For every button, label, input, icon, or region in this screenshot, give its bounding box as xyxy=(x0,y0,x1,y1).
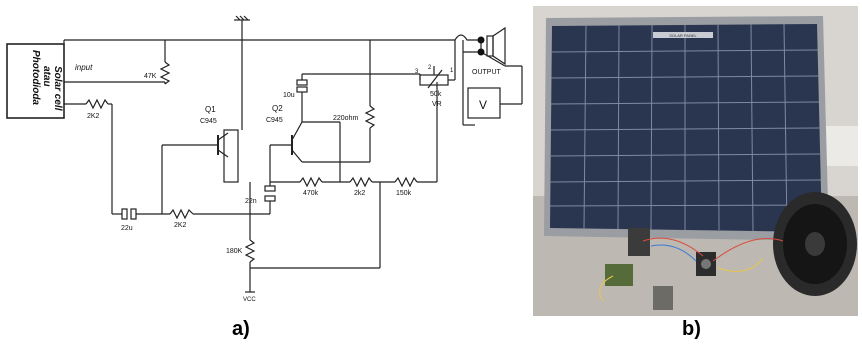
transistor-q1-body xyxy=(223,129,239,183)
input-label: input xyxy=(75,63,93,72)
label-220ohm: 220ohm xyxy=(333,115,358,122)
voltmeter-box xyxy=(467,87,501,119)
label-output: OUTPUT xyxy=(472,69,502,76)
resistor-470k xyxy=(299,176,323,188)
resistor-2k2-input xyxy=(85,98,109,110)
label-2k2-base: 2K2 xyxy=(174,222,187,229)
label-150k: 150k xyxy=(396,190,412,197)
speaker-body xyxy=(486,35,494,57)
label-q2-type: C945 xyxy=(266,117,283,124)
circuit-schematic: Solar cell atau Photodioda input 47K 2K2… xyxy=(6,15,523,303)
label-vr-pin2: 2 xyxy=(428,65,432,71)
caption-a: a) xyxy=(232,318,250,340)
solar-panel-label: SOLAR PANEL xyxy=(669,33,697,38)
source-line-1: Solar cell xyxy=(52,66,63,111)
resistor-2k2-base xyxy=(169,208,194,220)
label-meter: V xyxy=(479,98,487,112)
speaker-cone xyxy=(492,26,506,66)
label-q1-type: C945 xyxy=(200,118,217,125)
label-q2: Q2 xyxy=(272,104,283,113)
prototype-photo: SOLAR PANEL xyxy=(533,6,858,316)
module-2 xyxy=(653,286,673,310)
label-vr-name: VR xyxy=(432,101,442,108)
module-1 xyxy=(628,228,650,256)
capacitor-10u xyxy=(296,86,308,93)
label-470k: 470k xyxy=(303,190,319,197)
label-22u: 22u xyxy=(121,225,133,232)
resistor-180k xyxy=(244,239,256,263)
speaker-photo xyxy=(773,192,857,296)
label-vcc: VCC xyxy=(243,297,256,303)
label-47k: 47K xyxy=(144,73,157,80)
source-box xyxy=(6,43,65,119)
label-vr-pin3: 3 xyxy=(415,69,419,75)
source-line-2: atau xyxy=(41,66,52,87)
source-line-3: Photodioda xyxy=(30,50,41,105)
resistor-150k xyxy=(394,176,418,188)
label-2k2-input: 2K2 xyxy=(87,113,100,120)
resistor-220ohm xyxy=(364,105,376,129)
caption-b: b) xyxy=(682,318,701,340)
resistor-47k xyxy=(159,61,171,85)
label-vr-value: 50k xyxy=(430,91,442,98)
label-10u: 10u xyxy=(283,92,295,99)
solar-panel: SOLAR PANEL xyxy=(544,16,829,241)
label-q1: Q1 xyxy=(205,105,216,114)
resistor-2k2-mid xyxy=(349,176,373,188)
label-vr-pin1: 1 xyxy=(450,68,454,74)
capacitor-22u xyxy=(121,208,128,220)
label-180k: 180K xyxy=(226,248,243,255)
label-22n: 22n xyxy=(245,198,257,205)
capacitor-22n xyxy=(264,185,276,192)
label-2k2-mid: 2k2 xyxy=(354,190,365,197)
